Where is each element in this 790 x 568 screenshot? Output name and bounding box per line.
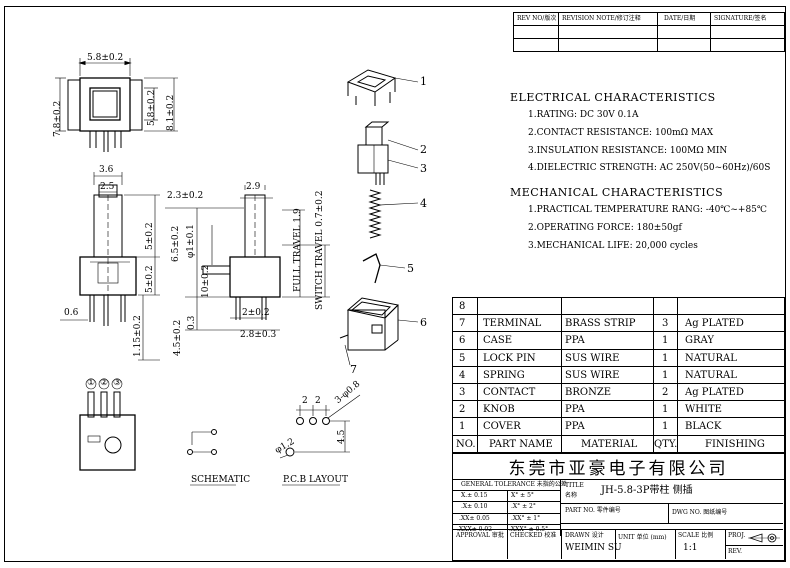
checked-label: CHECKED 校准 [510,532,557,539]
product-title: JH-5.8-3P带柱 侧插 [601,485,693,496]
bom-row-1: 1 COVER PPA 1 BLACK [453,418,784,436]
title-label: TITLE [565,482,584,489]
dim-pcb-45: 4.5 [337,429,347,444]
dim-switch-travel: SWITCH TRAVEL 0.7±0.2 [315,190,325,310]
dim-outer-height: 8.1±0.2 [166,94,176,131]
projection-symbol-icon [748,533,780,543]
mechanical-item-2: 2.OPERATING FORCE: 180±50gf [528,223,682,233]
company-name: 东莞市亚豪电子有限公司 [453,454,784,480]
dim-front-03: 0.3 [187,315,197,330]
title-block: 东莞市亚豪电子有限公司 GENERAL TOLERANCE 未指的公差 X.± … [452,453,785,561]
electrical-item-4: 4.DIELECTRIC STRENGTH: AC 250V(50~60Hz)/… [528,163,771,173]
tol-angle-3: .XX° ± 1° [511,515,541,522]
bom-row-2: 2 KNOB PPA 1 WHITE [453,401,784,419]
front-view [165,185,330,331]
callout-2: 2 [420,143,427,156]
top-view [55,58,178,152]
signoff-row: APPROVAL 审批 CHECKED 校准 DRAWN 设计 WEIMIN S… [453,529,783,559]
dim-front-10: 10±0.2 [201,264,211,298]
dim-pin-115: 1.15±0.2 [133,315,143,357]
technical-drawing [55,58,419,486]
mechanical-item-1: 1.PRACTICAL TEMPERATURE RANG: -40℃~+85℃ [528,205,767,215]
bom-row-8: 8 [453,298,784,316]
scale-label: SCALE 比例 [678,532,714,539]
bom-table: 8 7 TERMINAL BRASS STRIP 3 Ag PLATED 6 C… [452,297,785,453]
pcb-layout-diagram [279,394,361,459]
dim-front-2: 2±0.2 [242,308,270,318]
rev-label: REV. [728,548,743,555]
bom-row-6: 6 CASE PPA 1 GRAY [453,332,784,350]
title-area: TITLE 名称 JH-5.8-3P带柱 侧插 [561,479,783,504]
rev-header-date: DATE/日期 [664,15,696,22]
dim-inner-height: 5.8±0.2 [147,89,157,126]
callout-4: 4 [420,197,427,210]
drawing-frame [4,6,786,562]
tol-linear-3: .XX± 0.05 [459,515,490,522]
callout-1: 1 [420,75,427,88]
schematic-diagram [187,429,217,455]
bom-row-5: 5 LOCK PIN SUS WIRE 1 NATURAL [453,350,784,367]
callout-7: 7 [350,363,357,376]
pcb-layout-label: P.C.B LAYOUT [283,475,349,485]
exploded-view [339,69,419,366]
dim-front-29: 2.9 [246,182,261,192]
pin-view [79,378,136,471]
tol-linear-1: X.± 0.15 [461,492,488,499]
drawn-label: DRAWN 设计 [565,532,604,539]
pin-label-3: ③ [113,378,122,388]
pin-label-2: ② [100,378,109,388]
scale-value: 1:1 [683,543,698,553]
side-view [60,172,160,361]
part-no-label: PART NO. 零件编号 [565,507,621,514]
tolerance-title: GENERAL TOLERANCE 未指的公差 [461,481,567,488]
electrical-title: ELECTRICAL CHARACTERISTICS [510,91,716,104]
dim-front-65: 6.5±0.2 [171,225,181,262]
dim-side-36: 3.6 [99,165,114,175]
schematic-label: SCHEMATIC [191,475,251,485]
electrical-item-3: 3.INSULATION RESISTANCE: 100MΩ MIN [528,146,728,156]
unit-label: UNIT 单位 (mm) [618,534,667,541]
bom-row-7: 7 TERMINAL BRASS STRIP 3 Ag PLATED [453,315,784,333]
rev-header-note: REVISION NOTE/修订注释 [562,15,641,22]
bom-row-4: 4 SPRING SUS WIRE 1 NATURAL [453,367,784,384]
dim-pin-06: 0.6 [64,308,79,318]
dwg-no-label: DWG NO. 图纸编号 [672,509,728,516]
electrical-item-1: 1.RATING: DC 30V 0.1A [528,110,639,120]
mechanical-title: MECHANICAL CHARACTERISTICS [510,186,724,199]
pin-label-1: ① [87,378,96,388]
dim-front-23: 2.3±0.2 [167,191,204,201]
rev-header-no: REV NO/版次 [517,15,557,22]
dim-side-25: 2.5 [100,182,115,192]
callout-6: 6 [420,316,427,329]
part-dwg-area: PART NO. 零件编号 DWG NO. 图纸编号 [561,504,783,524]
dim-pcb-2a: 2 [302,396,308,406]
rev-header-signature: SIGNATURE/签名 [714,15,767,22]
tol-angle-2: .X° ± 2° [511,503,536,510]
dim-front-phi: φ1±0.1 [186,224,196,258]
dim-top-width: 5.8±0.2 [87,53,124,63]
bom-header-row: NO. PART NAME MATERIAL QTY. FINISHING [456,438,765,450]
tol-angle-1: X° ± 5° [511,492,534,499]
approval-label: APPROVAL 审批 [456,532,504,539]
tol-linear-2: .X± 0.10 [461,503,488,510]
dim-left-height: 7.8±0.2 [53,100,63,137]
revision-table: REV NO/版次 REVISION NOTE/修订注释 DATE/日期 SIG… [513,12,785,52]
callout-5: 5 [407,262,414,275]
electrical-item-2: 2.CONTACT RESISTANCE: 100mΩ MAX [528,128,714,138]
tolerance-area: GENERAL TOLERANCE 未指的公差 X.± 0.15 X° ± 5°… [453,479,567,536]
proj-label: PROJ. [728,532,746,539]
dim-side-5b: 5±0.2 [145,265,155,293]
dim-full-travel: FULL TRAVEL 1.9 [293,208,303,292]
callout-3: 3 [420,162,427,175]
dim-front-28: 2.8±0.3 [240,330,277,340]
name-label: 名称 [565,492,578,499]
dim-pcb-2b: 2 [315,396,321,406]
dim-front-45: 4.5±0.2 [173,319,183,356]
drawn-by-value: WEIMIN SU [565,543,622,553]
bom-row-3: 3 CONTACT BRONZE 2 Ag PLATED [453,384,784,402]
mechanical-item-3: 3.MECHANICAL LIFE: 20,000 cycles [528,241,698,251]
dim-side-5: 5±0.2 [145,222,155,250]
